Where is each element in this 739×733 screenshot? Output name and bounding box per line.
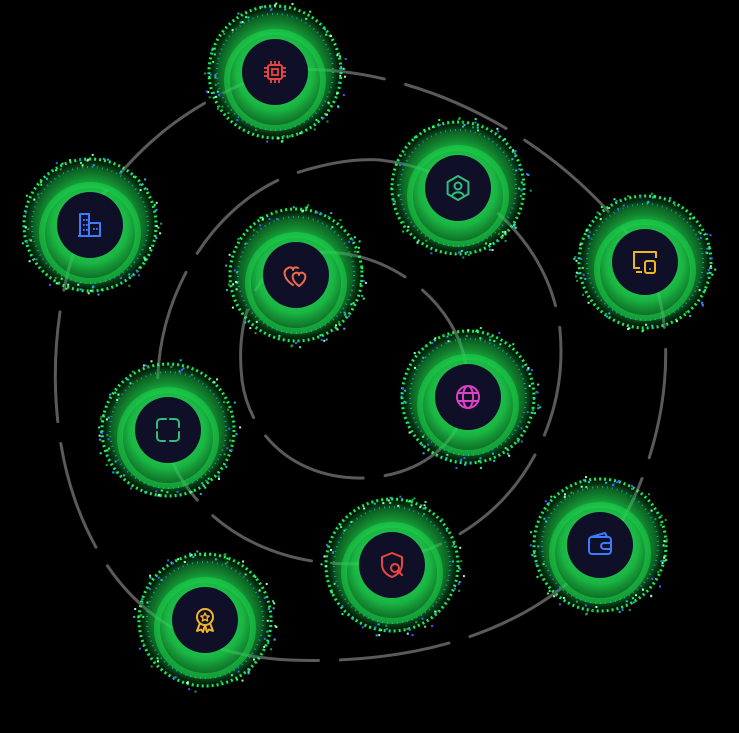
award-badge-icon — [196, 608, 214, 633]
cpu-chip-icon — [264, 61, 286, 83]
node-shield-search — [320, 495, 465, 637]
node-ring-inner — [341, 522, 443, 624]
buildings-icon — [78, 213, 101, 237]
node-chip — [204, 2, 347, 143]
node-speckles — [98, 359, 242, 497]
node-core — [435, 364, 501, 430]
scan-icon — [156, 418, 180, 442]
node-core — [135, 397, 201, 463]
hearts-icon — [283, 266, 307, 287]
node-core — [425, 155, 491, 221]
node-speckles — [204, 2, 347, 143]
node-speckles — [390, 117, 532, 259]
node-speckles — [133, 550, 278, 693]
node-ring-outer — [532, 477, 668, 613]
node-user-hex — [388, 117, 532, 259]
node-speckles — [225, 204, 367, 349]
node-ring-inner — [549, 502, 651, 604]
node-ring-inner — [154, 577, 256, 679]
nodes-layer — [20, 2, 717, 693]
node-devices — [573, 192, 717, 333]
node-ring-inner — [594, 219, 696, 321]
devices-icon — [633, 251, 657, 274]
node-heart — [225, 204, 367, 349]
node-ring-inner — [245, 232, 347, 334]
node-ring-inner — [117, 387, 219, 489]
node-ring-outer — [137, 552, 273, 688]
orbit-middle — [156, 158, 563, 566]
node-speckles — [21, 153, 163, 296]
node-ring-outer — [228, 207, 364, 343]
node-ring-inner — [224, 29, 326, 131]
node-speckles — [573, 192, 717, 333]
node-ring-outer — [100, 362, 236, 498]
node-globe — [398, 327, 542, 470]
node-speckles — [400, 327, 542, 470]
node-ring-outer — [22, 157, 158, 293]
node-scan — [98, 359, 242, 500]
node-award — [133, 550, 278, 693]
wallet-icon — [588, 532, 612, 555]
node-wallet — [529, 475, 670, 616]
node-ring-inner — [417, 354, 519, 456]
node-ring-inner — [407, 145, 509, 247]
shield-search-icon — [381, 552, 403, 578]
node-speckles — [529, 476, 668, 616]
node-speckles — [320, 495, 465, 637]
node-ring-outer — [324, 497, 460, 633]
orbit-inner — [239, 250, 470, 480]
user-hexagon-icon — [446, 175, 470, 201]
node-ring-inner — [39, 182, 141, 284]
node-buildings — [20, 153, 163, 296]
globe-icon — [456, 385, 480, 409]
node-core — [263, 242, 329, 308]
node-core — [242, 39, 308, 105]
node-core — [567, 512, 633, 578]
node-ring-outer — [577, 194, 713, 330]
node-ring-outer — [390, 120, 526, 256]
